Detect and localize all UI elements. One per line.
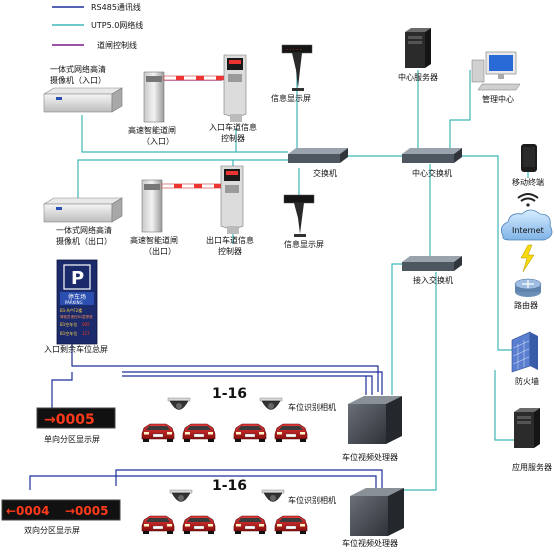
entrance-display-label: 信息显示屏 [271, 93, 311, 103]
exit-info-display [283, 194, 315, 237]
entrance-controller-label-2: 控制器 [221, 133, 245, 143]
board-p-sign: P [71, 268, 84, 289]
zone-2-car-4 [274, 515, 308, 535]
internet-cloud-icon [500, 209, 553, 241]
two-way-led-left: ←0004 [6, 504, 49, 518]
zone-1-car-2 [182, 423, 216, 443]
zone-2-camera-label: 车位识别相机 [288, 495, 336, 505]
entrance-remaining-spaces-board: P 停车场 PARKING B1-A产F2楼 驾驶员请在B1层停放 B1空车位 … [56, 259, 98, 345]
exit-display-label: 信息显示屏 [284, 239, 324, 249]
lightning-icon [520, 244, 535, 273]
one-way-screen-label: 单向分区显示屏 [44, 434, 100, 444]
center-switch-label: 中心交换机 [412, 168, 452, 178]
lane-switch-label: 交换机 [313, 168, 337, 178]
router-icon [514, 278, 542, 297]
exit-lane-controller [220, 165, 244, 234]
access-switch [402, 256, 462, 271]
board-row-3-value: 005 [82, 322, 90, 327]
board-subtitle: PARKING [65, 300, 83, 305]
board-row-4: B1空车位 [60, 330, 77, 336]
zone-1-dome-camera-left [167, 397, 191, 410]
entrance-controller-label-1: 入口车道信息 [209, 122, 257, 132]
board-row-3: B1空车位 [60, 321, 77, 327]
entrance-info-display: - - - - - [281, 44, 313, 91]
zone-1-range-label: 1-16 [212, 386, 247, 402]
zone-2-processor-label: 车位视频处理器 [342, 538, 398, 548]
zone-1-car-4 [274, 423, 308, 443]
two-way-screen-label: 双向分区显示屏 [24, 525, 80, 535]
board-title: 停车场 [68, 293, 86, 301]
legend-rs485-label: RS485通讯线 [91, 2, 141, 12]
zone-2-car-2 [182, 515, 216, 535]
lane-switch [288, 148, 348, 163]
exit-gate-label-2: （出口） [144, 246, 176, 256]
legend-gate-label: 道闸控制线 [97, 40, 137, 50]
exit-camera-label-1: 一体式网络高清 [56, 225, 112, 235]
center-server-label: 中心服务器 [398, 72, 438, 82]
entrance-lane-controller [223, 54, 247, 122]
zone-1-dome-camera-right [259, 397, 283, 410]
entrance-barrier-gate [143, 71, 229, 123]
exit-camera [42, 197, 124, 223]
zone-1-camera-label: 车位识别相机 [288, 402, 336, 412]
entrance-camera-label-2: 摄像机（入口） [50, 75, 106, 85]
application-server [514, 408, 540, 448]
zone-2-car-1 [141, 515, 175, 535]
entrance-board-label: 入口剩余车位总屏 [44, 344, 108, 354]
exit-camera-label-2: 摄像机（出口） [56, 236, 112, 246]
connection-lines [29, 68, 530, 491]
two-way-led-right: →0005 [65, 504, 108, 518]
entrance-camera [42, 87, 124, 113]
entrance-camera-label-1: 一体式网络高清 [50, 64, 106, 74]
exit-gate-label-1: 高速智能道闸 [130, 235, 178, 245]
exit-barrier-gate [141, 179, 227, 233]
zone-2-video-processor [350, 488, 404, 536]
zone-1-car-3 [233, 423, 267, 443]
zone-1-video-processor [348, 396, 402, 444]
mobile-terminal-label: 移动终端 [512, 177, 544, 187]
access-switch-label: 接入交换机 [413, 275, 453, 285]
one-way-led-text: →0005 [44, 412, 95, 428]
two-way-zone-screen: ←0004 →0005 [1, 499, 121, 521]
center-server [405, 28, 431, 68]
mobile-terminal [521, 144, 537, 172]
exit-controller-label-1: 出口车道信息 [206, 235, 254, 245]
router-label: 路由器 [514, 300, 538, 310]
management-center-label: 管理中心 [482, 94, 514, 104]
application-server-label: 应用服务器 [512, 462, 552, 472]
internet-label: Internet [512, 226, 544, 235]
zone-2-range-label: 1-16 [212, 478, 247, 494]
wifi-icon [517, 193, 539, 207]
center-switch [402, 148, 462, 163]
entrance-gate-label-1: 高速智能道闸 [128, 125, 176, 135]
legend-utp-label: UTP5.0网络线 [91, 20, 143, 30]
management-center-pc [471, 51, 521, 91]
svg-text:- - - - -: - - - - - [286, 47, 302, 53]
zone-2-car-3 [233, 515, 267, 535]
one-way-zone-screen: →0005 [36, 407, 116, 429]
firewall-label: 防火墙 [515, 376, 539, 386]
entrance-gate-label-2: （入口） [142, 137, 174, 146]
rs485-lines [29, 340, 383, 490]
exit-controller-label-2: 控制器 [218, 246, 242, 256]
zone-2-dome-camera-right [261, 489, 285, 502]
board-row-4-value: 127 [82, 331, 90, 336]
zone-1-processor-label: 车位视频处理器 [342, 452, 398, 462]
zone-1-car-1 [141, 423, 175, 443]
board-row-2: 驾驶员请在B1层停放 [60, 314, 93, 319]
zone-2-dome-camera-left [169, 489, 193, 502]
board-row-1: B1-A产F2楼 [60, 307, 82, 313]
legend: RS485通讯线 UTP5.0网络线 道闸控制线 [52, 2, 143, 50]
firewall-icon [511, 331, 538, 373]
